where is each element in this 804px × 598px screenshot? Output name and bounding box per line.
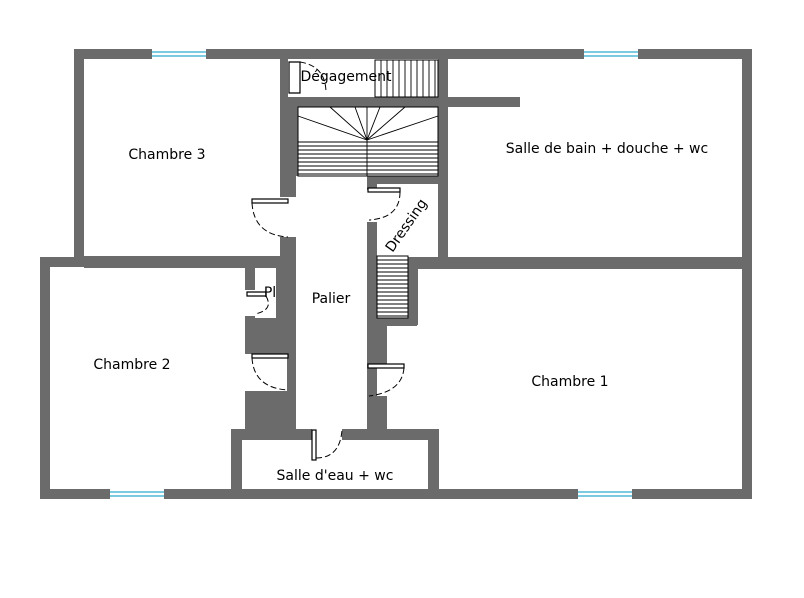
stair-winder-4 (366, 115, 439, 141)
wall-sdb-left (438, 59, 448, 269)
wall-step-left (40, 257, 84, 267)
door-ch3-leaf[interactable] (251, 198, 289, 204)
floor-chambre1 (418, 269, 741, 488)
wall-sde-left (231, 429, 242, 491)
wall-pl-bottom (245, 318, 287, 328)
door-pl-swing (254, 295, 269, 315)
wall-right-upper (742, 49, 752, 269)
wall-dressing-right (408, 257, 418, 325)
stair-winder-5 (366, 106, 406, 141)
door-ch3-swing (251, 202, 289, 238)
label-chambre2: Chambre 2 (93, 357, 170, 373)
stair-winder-1 (297, 115, 368, 141)
label-salle-eau: Salle d'eau + wc (277, 468, 394, 484)
wall-sde-right (428, 429, 439, 491)
wall-left-lower (40, 257, 50, 499)
stair-winder-6 (366, 106, 381, 141)
outer-walls (40, 49, 752, 499)
wall-dressing-left (367, 184, 377, 324)
wall-ch3-bottom (84, 256, 296, 268)
wall-degagement-bottom (288, 97, 520, 107)
stair-winder-2 (329, 106, 368, 141)
door-sde-swing (315, 429, 343, 459)
wall-ch3-right (280, 59, 288, 197)
door-degagement-swing (299, 61, 327, 94)
doors (245, 60, 405, 461)
floor-salle-bain (449, 60, 741, 256)
door-sde-leaf[interactable] (311, 429, 317, 461)
door-ch2-leaf[interactable] (251, 353, 289, 359)
stair-winder-3 (354, 106, 368, 141)
window-ch3 (152, 49, 206, 59)
wall-dressing-bottom (367, 318, 417, 326)
door-dressing-leaf[interactable] (367, 187, 401, 193)
wall-bottom (40, 489, 752, 499)
wall-pl-right (276, 268, 286, 328)
label-pl: Pl (264, 285, 276, 301)
floor-chambre2 (51, 269, 245, 488)
wall-sdb-bottom (408, 257, 742, 269)
label-salle-bain: Salle de bain + douche + wc (506, 141, 708, 157)
door-dressing-swing (368, 191, 401, 221)
floor-chambre3 (85, 60, 281, 256)
wall-top (74, 49, 752, 59)
window-ch1 (578, 489, 632, 499)
floor-salle-eau (242, 440, 428, 488)
door-pl-gap (245, 290, 255, 316)
wall-right-lower (742, 259, 752, 499)
door-ch1-gap (377, 364, 387, 396)
door-sde-gap (312, 429, 342, 440)
wall-sde-top-right (342, 429, 439, 440)
wall-ch2-right-low (245, 391, 287, 431)
window-ch2 (110, 489, 164, 499)
label-chambre3: Chambre 3 (128, 147, 205, 163)
wall-ch3-right-low (280, 237, 288, 259)
wall-sde-top-left (231, 429, 312, 440)
door-ch1-swing (368, 367, 405, 397)
stair-lower-flight (376, 255, 409, 319)
door-ch2-gap (245, 354, 287, 391)
door-dressing-gap (367, 190, 377, 222)
wall-stair-left (288, 107, 298, 177)
floor-palier-2 (296, 176, 367, 429)
stair-upper-flight (297, 106, 439, 177)
door-degagement-leaf[interactable] (288, 61, 301, 94)
floor-dressing-upper (377, 184, 438, 256)
wall-palier-left (286, 176, 296, 431)
wall-left-upper (74, 49, 84, 259)
door-ch3-gap (280, 197, 296, 237)
label-palier: Palier (312, 291, 351, 307)
door-ch2-swing (251, 357, 289, 391)
stair-top-flight (374, 59, 439, 98)
staircase (297, 59, 439, 319)
wall-ch2-right-mid (245, 326, 287, 354)
label-chambre1: Chambre 1 (531, 374, 608, 390)
window-sdb (584, 49, 638, 59)
label-degagement: Dégagement (301, 69, 392, 85)
door-ch1-leaf[interactable] (367, 363, 405, 369)
windows (110, 49, 638, 499)
